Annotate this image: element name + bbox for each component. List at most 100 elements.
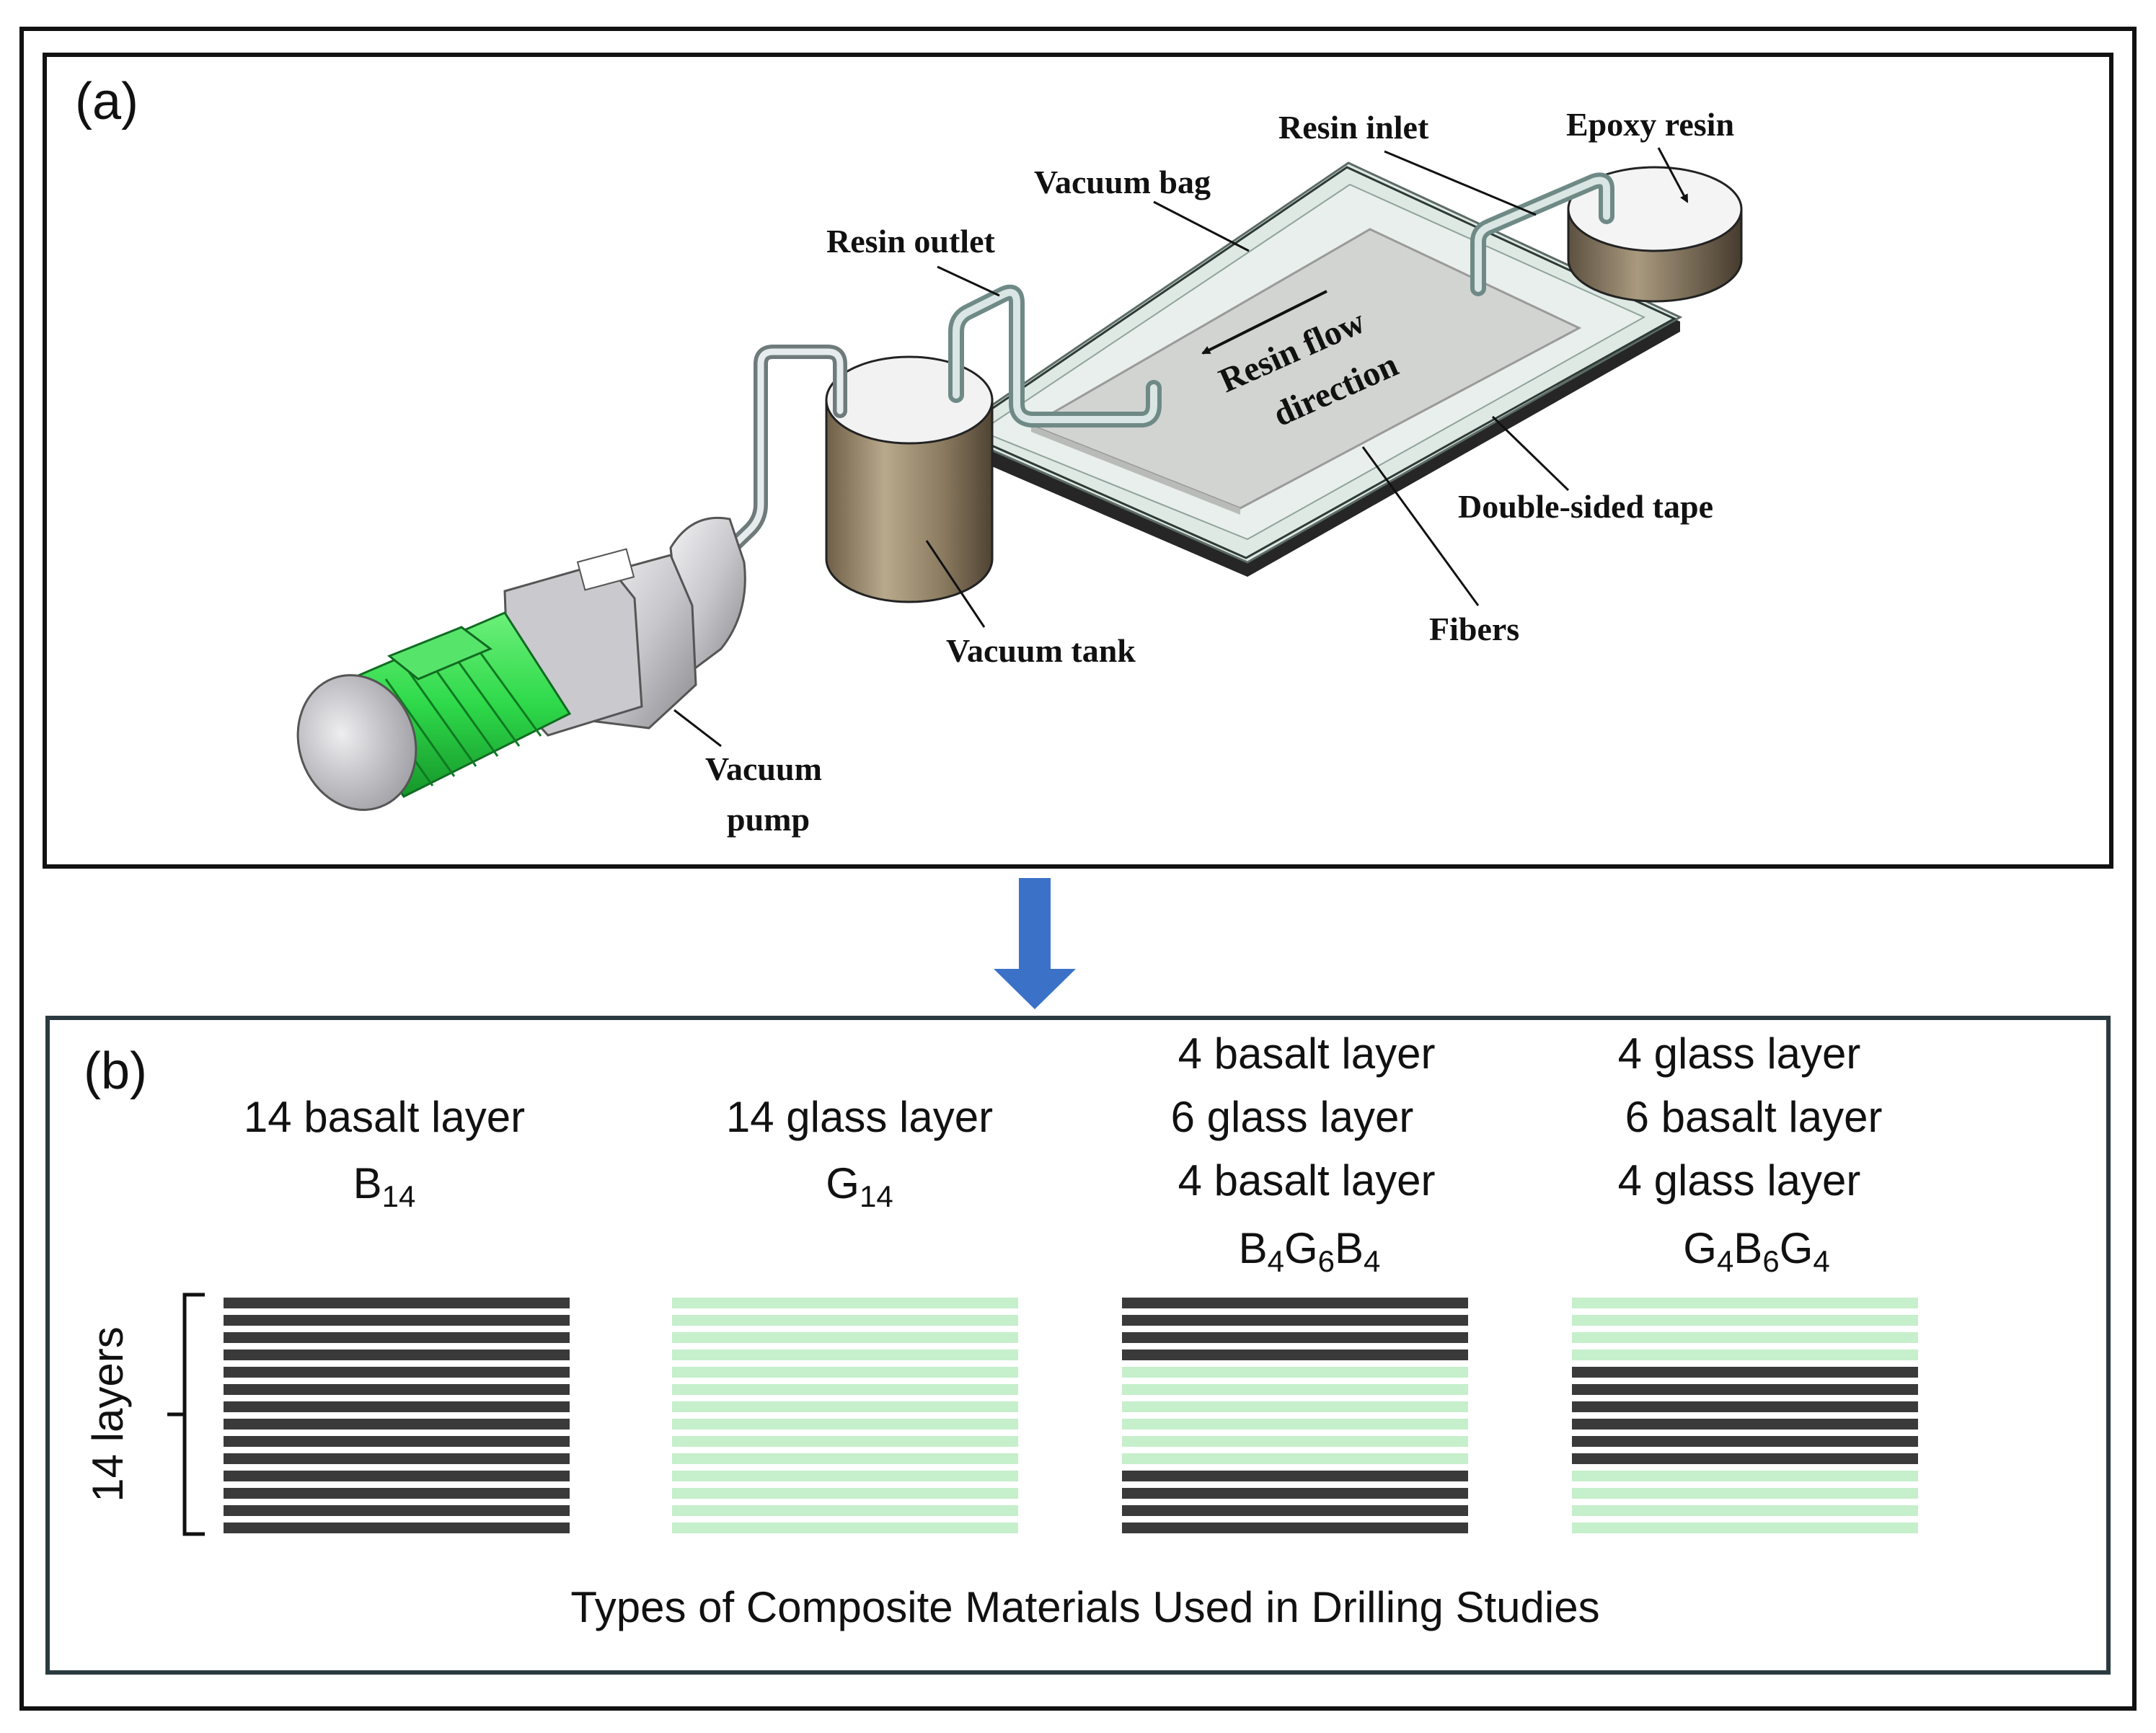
glass-layer (1122, 1384, 1468, 1395)
tank-top (825, 355, 994, 445)
basalt-layer (1122, 1315, 1468, 1326)
panel-a-label: (a) (75, 73, 138, 130)
basalt-layer (224, 1488, 570, 1499)
resin-flow-arrow (1201, 290, 1327, 355)
down-arrow (994, 878, 1076, 1009)
glass-layer (672, 1523, 1018, 1533)
vacuum-tank (825, 355, 994, 603)
epoxy-resin-container (1567, 166, 1743, 303)
glass-layer (1572, 1505, 1918, 1516)
glass-layer (672, 1315, 1018, 1326)
panel-b-label: (b) (84, 1042, 147, 1100)
basalt-layer (224, 1298, 570, 1308)
glass-layer (1572, 1349, 1918, 1360)
callout-double-sided-tape: Double-sided tape (1458, 488, 1713, 525)
basalt-layer (1572, 1401, 1918, 1412)
leader-fibers (1361, 446, 1480, 606)
glass-layer (672, 1384, 1018, 1395)
basalt-layer (224, 1436, 570, 1447)
laminate-stack-3 (1122, 1298, 1468, 1533)
laminate-stack-2 (672, 1298, 1018, 1533)
laminate-4-code: G4B6G4 (1683, 1224, 1829, 1278)
glass-layer (672, 1471, 1018, 1481)
outer-frame (19, 27, 2137, 1711)
basalt-layer (1122, 1488, 1468, 1499)
basalt-layer (224, 1453, 570, 1464)
glass-layer (672, 1419, 1018, 1430)
motor-terminal-box (387, 626, 492, 681)
glass-layer (672, 1332, 1018, 1343)
vacuum-line-highlight (726, 348, 844, 553)
panel-b-caption: Types of Composite Materials Used in Dri… (570, 1583, 1599, 1631)
basalt-layer (224, 1505, 570, 1516)
leader-resin-inlet (1384, 150, 1537, 216)
resin-inlet-tube-highlight (1475, 177, 1610, 292)
laminate-4-desc-3: 4 glass layer (1618, 1156, 1861, 1205)
callout-vacuum-pump-line2: pump (727, 801, 810, 838)
laminate-4-desc-2: 6 basalt layer (1625, 1093, 1883, 1141)
callout-fibers: Fibers (1429, 611, 1519, 647)
glass-layer (672, 1349, 1018, 1360)
fiber-sheet-edge (1031, 425, 1240, 515)
glass-layer (672, 1401, 1018, 1412)
glass-layer (1122, 1401, 1468, 1412)
leader-epoxy-resin (1657, 147, 1689, 203)
laminate-2-desc-1: 14 glass layer (726, 1093, 993, 1141)
pump-plate (576, 548, 635, 591)
glass-layer (1572, 1298, 1918, 1308)
panel-a: (a) Resin flow direction (43, 53, 2113, 869)
laminate-1-code: B14 (353, 1159, 416, 1213)
down-arrow-head (994, 969, 1076, 1009)
glass-layer (672, 1367, 1018, 1378)
basalt-layer (1122, 1471, 1468, 1481)
basalt-layer (224, 1384, 570, 1395)
callout-vacuum-pump-line1: Vacuum (705, 750, 822, 787)
glass-layer (1122, 1453, 1468, 1464)
basalt-layer (224, 1401, 570, 1412)
laminate-3-code: B4G6B4 (1239, 1224, 1381, 1278)
basalt-layer (1572, 1384, 1918, 1395)
glass-layer (672, 1505, 1018, 1516)
callout-epoxy-resin: Epoxy resin (1566, 106, 1734, 143)
laminate-2-code: G14 (826, 1159, 893, 1213)
basalt-layer (224, 1419, 570, 1430)
callout-resin-inlet: Resin inlet (1278, 109, 1429, 146)
glass-layer (1572, 1471, 1918, 1481)
vacuum-bag-outline (956, 166, 1677, 559)
glass-layer (1122, 1367, 1468, 1378)
basalt-layer (1122, 1298, 1468, 1308)
basalt-layer (1572, 1453, 1918, 1464)
callout-vacuum-bag: Vacuum bag (1034, 164, 1211, 200)
laminate-stack-4 (1572, 1298, 1918, 1533)
basalt-layer (224, 1471, 570, 1481)
laminate-stacks (224, 1298, 1918, 1533)
basalt-layer (1122, 1505, 1468, 1516)
leader-resin-outlet (937, 265, 1000, 297)
glass-layer (672, 1298, 1018, 1308)
layers-label: 14 layers (84, 1326, 132, 1502)
leader-double-sided-tape (1491, 415, 1570, 492)
laminate-3-desc-3: 4 basalt layer (1178, 1156, 1436, 1205)
glass-layer (1572, 1488, 1918, 1499)
laminate-3-desc-1: 4 basalt layer (1178, 1029, 1436, 1078)
leader-lines (673, 147, 1689, 748)
glass-layer (1122, 1419, 1468, 1430)
leader-vacuum-pump (673, 709, 722, 748)
vacuum-pump (296, 516, 746, 811)
leader-vacuum-tank (925, 540, 986, 628)
glass-layer (672, 1453, 1018, 1464)
basalt-layer (1122, 1332, 1468, 1343)
panel-b: (b) 14 layers 14 basalt layer B14 14 gla… (45, 1016, 2111, 1675)
motor-end-cap (296, 674, 417, 811)
basalt-layer (1122, 1349, 1468, 1360)
basalt-layer (1572, 1436, 1918, 1447)
down-arrow-shaft (1019, 878, 1051, 969)
panel-b-border (45, 1016, 2111, 1675)
resin-outlet-tube-highlight (953, 288, 1157, 423)
laminate-stack-1 (224, 1298, 570, 1533)
basalt-layer (1572, 1419, 1918, 1430)
laminate-1-desc-1: 14 basalt layer (244, 1093, 525, 1141)
laminate-4-desc-1: 4 glass layer (1618, 1029, 1861, 1078)
